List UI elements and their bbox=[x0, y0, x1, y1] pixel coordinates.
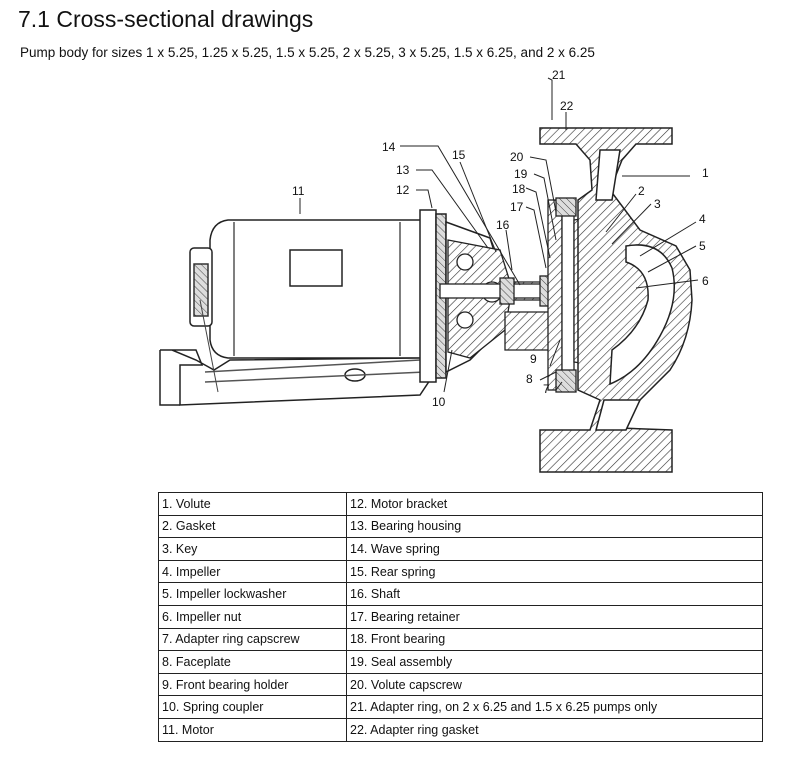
table-cell: 18. Front bearing bbox=[346, 627, 763, 652]
callout-9: 9 bbox=[530, 352, 537, 366]
table-cell: 2. Gasket bbox=[158, 514, 347, 539]
callout-5: 5 bbox=[699, 239, 706, 253]
table-cell: 13. Bearing housing bbox=[346, 514, 763, 539]
callout-7: 7 bbox=[543, 382, 550, 396]
pump-cross-section-drawing: 1 2 3 4 5 6 7 8 9 10 11 12 13 14 15 16 1… bbox=[159, 68, 709, 473]
table-cell: 10. Spring coupler bbox=[158, 695, 347, 719]
callout-13: 13 bbox=[396, 163, 410, 177]
table-cell: 5. Impeller lockwasher bbox=[158, 582, 347, 606]
table-row: 2. Gasket 13. Bearing housing bbox=[158, 514, 763, 539]
table-cell: 11. Motor bbox=[158, 717, 347, 742]
table-row: 3. Key 14. Wave spring bbox=[158, 537, 763, 561]
callout-17: 17 bbox=[510, 200, 524, 214]
table-cell: 15. Rear spring bbox=[346, 559, 763, 584]
callout-20: 20 bbox=[510, 150, 524, 164]
callout-3: 3 bbox=[654, 197, 661, 211]
callout-4: 4 bbox=[699, 212, 706, 226]
table-cell: 6. Impeller nut bbox=[158, 604, 347, 629]
callout-22: 22 bbox=[560, 99, 574, 113]
callout-15: 15 bbox=[452, 148, 466, 162]
table-cell: 12. Motor bracket bbox=[346, 492, 763, 516]
table-row: 6. Impeller nut 17. Bearing retainer bbox=[158, 604, 763, 629]
callout-labels: 1 2 3 4 5 6 7 8 9 10 11 12 13 14 15 16 1… bbox=[292, 68, 709, 409]
table-cell: 8. Faceplate bbox=[158, 650, 347, 674]
table-row: 9. Front bearing holder 20. Volute capsc… bbox=[158, 672, 763, 697]
table-row: 4. Impeller 15. Rear spring bbox=[158, 559, 763, 584]
callout-1: 1 bbox=[702, 166, 709, 180]
callout-2: 2 bbox=[638, 184, 645, 198]
callout-8: 8 bbox=[526, 372, 533, 386]
leader-lines bbox=[299, 77, 699, 393]
table-cell: 7. Adapter ring capscrew bbox=[158, 627, 347, 652]
table-cell: 19. Seal assembly bbox=[346, 650, 763, 674]
parts-table: 1. Volute 12. Motor bracket 2. Gasket 13… bbox=[158, 492, 763, 742]
bearing-housing bbox=[447, 239, 561, 359]
page-subtitle: Pump body for sizes 1 x 5.25, 1.25 x 5.2… bbox=[20, 45, 595, 60]
table-row: 7. Adapter ring capscrew 18. Front beari… bbox=[158, 627, 763, 652]
table-row: 11. Motor 22. Adapter ring gasket bbox=[158, 717, 763, 742]
faceplate bbox=[547, 197, 577, 393]
table-cell: 16. Shaft bbox=[346, 582, 763, 606]
callout-19: 19 bbox=[514, 167, 528, 181]
volute bbox=[539, 127, 693, 473]
callout-16: 16 bbox=[496, 218, 510, 232]
callout-14: 14 bbox=[382, 140, 396, 154]
table-cell: 20. Volute capscrew bbox=[346, 672, 763, 697]
callout-12: 12 bbox=[396, 183, 410, 197]
table-cell: 22. Adapter ring gasket bbox=[346, 717, 763, 742]
motor bbox=[159, 219, 431, 406]
table-row: 8. Faceplate 19. Seal assembly bbox=[158, 650, 763, 674]
table-cell: 14. Wave spring bbox=[346, 537, 763, 561]
table-row: 5. Impeller lockwasher 16. Shaft bbox=[158, 582, 763, 606]
table-row: 1. Volute 12. Motor bracket bbox=[158, 492, 763, 516]
table-row: 10. Spring coupler 21. Adapter ring, on … bbox=[158, 695, 763, 719]
callout-21: 21 bbox=[552, 68, 566, 82]
table-cell: 1. Volute bbox=[158, 492, 347, 516]
callout-6: 6 bbox=[702, 274, 709, 288]
callout-11: 11 bbox=[292, 184, 305, 198]
page-title: 7.1 Cross-sectional drawings bbox=[18, 6, 314, 32]
callout-10: 10 bbox=[432, 395, 446, 409]
table-cell: 17. Bearing retainer bbox=[346, 604, 763, 629]
table-cell: 21. Adapter ring, on 2 x 6.25 and 1.5 x … bbox=[346, 695, 763, 719]
callout-18: 18 bbox=[512, 182, 526, 196]
table-cell: 9. Front bearing holder bbox=[158, 672, 347, 697]
table-cell: 3. Key bbox=[158, 537, 347, 561]
table-cell: 4. Impeller bbox=[158, 559, 347, 584]
